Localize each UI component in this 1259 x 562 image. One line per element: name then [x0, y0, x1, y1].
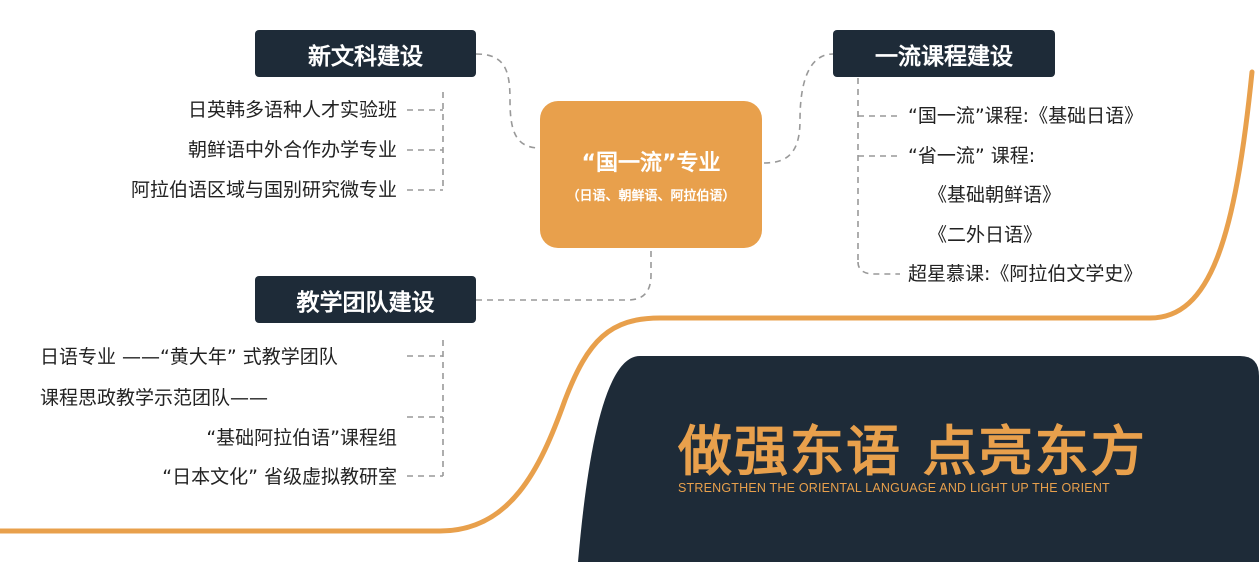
orange-curve-line: [0, 69, 1255, 534]
teaching-team-item: 课程思政教学示范团队——: [40, 387, 269, 409]
center-title: “国一流”专业: [581, 151, 721, 176]
course-item: 《二外日语》: [928, 224, 1043, 246]
course-item: “国一流”课程:《基础日语》: [908, 105, 1144, 127]
teaching-team-item: “基础阿拉伯语”课程组: [206, 427, 397, 449]
teaching-team-item: “日本文化” 省级虚拟教研室: [162, 466, 397, 488]
new-liberal-arts-item: 日英韩多语种人才实验班: [187, 99, 397, 121]
connectors: [407, 53, 900, 477]
slogan-title: 做强东语 点亮东方: [678, 419, 1147, 483]
course-item: “省一流” 课程:: [908, 145, 1036, 167]
course-item: 超星慕课:《阿拉伯文学史》: [908, 263, 1143, 285]
branch-title-teaching-team: 教学团队建设: [255, 276, 476, 323]
new-liberal-arts-item: 朝鲜语中外合作办学专业: [187, 139, 397, 161]
new-liberal-arts-item: 阿拉伯语区域与国别研究微专业: [130, 179, 397, 201]
connector-team-to-center: [476, 248, 652, 301]
teaching-team-item: 日语专业 ——“黄大年” 式教学团队: [40, 346, 338, 368]
slogan-panel: [578, 356, 1259, 562]
slogan-subtitle: STRENGTHEN THE ORIENTAL LANGUAGE AND LIG…: [678, 481, 1110, 495]
branch-title-new-liberal-arts: 新文科建设: [255, 30, 476, 77]
connector-new-to-center: [475, 53, 541, 149]
center-node: “国一流”专业 （日语、朝鲜语、阿拉伯语）: [540, 101, 762, 248]
center-subtitle: （日语、朝鲜语、阿拉伯语）: [566, 189, 736, 204]
course-item: 《基础朝鲜语》: [928, 184, 1062, 206]
branch-title-first-class-courses: 一流课程建设: [833, 30, 1055, 77]
connector-course-item-5: [857, 261, 900, 275]
connector-course-to-center: [763, 53, 834, 164]
